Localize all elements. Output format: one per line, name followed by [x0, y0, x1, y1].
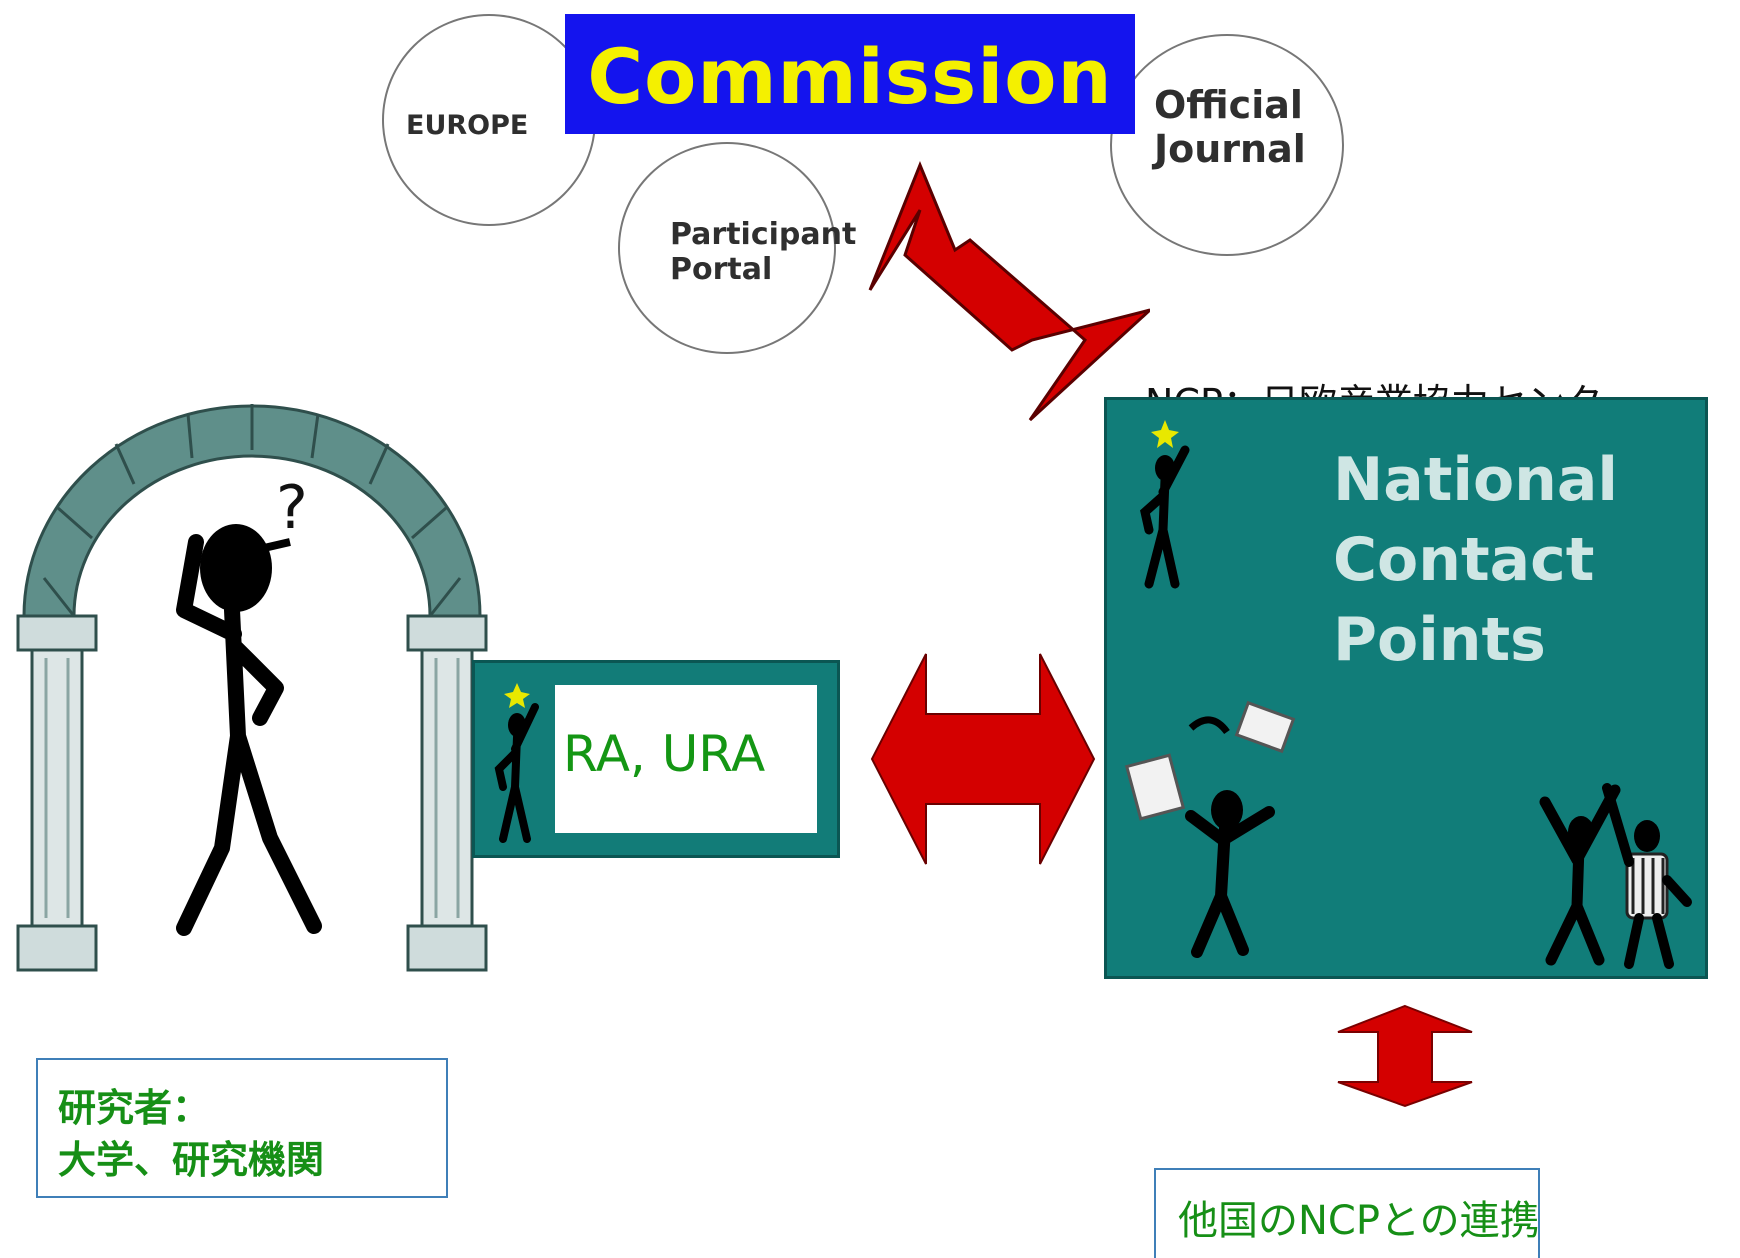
ncp-other-arrow — [1337, 1004, 1473, 1108]
commission-ncp-arrow — [868, 161, 1150, 422]
official-journal-line-1: Official — [1154, 83, 1303, 127]
ra-ncp-arrow — [870, 653, 1096, 865]
juggling-figure-icon — [1124, 700, 1296, 958]
official-journal-line-2: Journal — [1154, 126, 1306, 171]
researcher-line-1: 研究者： — [58, 1086, 211, 1130]
ncp-title-line-3: Points — [1333, 605, 1546, 675]
commission-title: Commission — [587, 32, 1113, 121]
europe-label: EUROPE — [406, 110, 529, 141]
ra-box: RA, URA — [472, 660, 840, 858]
ra-label: RA, URA — [563, 725, 766, 783]
researcher-label: 研究者： 大学、研究機関 — [58, 1082, 324, 1186]
ncp-box: National Contact Points — [1104, 397, 1708, 979]
ncp-title-line-2: Contact — [1333, 525, 1595, 595]
ncp-title-line-1: National — [1333, 445, 1618, 515]
official-journal-circle: Official Journal — [1110, 34, 1344, 256]
participant-portal-line-1: Participant — [670, 217, 857, 252]
researcher-line-2: 大学、研究機関 — [58, 1138, 325, 1182]
other-ncp-box: 他国のNCPとの連携 — [1154, 1168, 1540, 1258]
arch-illustration: ? — [16, 404, 488, 972]
participant-portal-circle: Participant Portal — [618, 142, 856, 354]
commission-box: Commission — [565, 14, 1135, 134]
other-ncp-label: 他国のNCPとの連携 — [1178, 1198, 1540, 1244]
europe-circle: EUROPE — [382, 14, 596, 226]
participant-portal-label: Participant Portal — [670, 217, 857, 287]
researcher-box: 研究者： 大学、研究機関 — [36, 1058, 448, 1198]
svg-text:?: ? — [276, 473, 308, 543]
participant-portal-line-2: Portal — [670, 251, 773, 287]
idea-figure-icon — [1140, 420, 1190, 589]
ra-figure-icon — [494, 683, 539, 843]
cheering-figures-icon — [1539, 783, 1692, 969]
ra-inner-panel: RA, URA — [555, 685, 817, 833]
official-journal-label: Official Journal — [1154, 83, 1306, 171]
ncp-title: National Contact Points — [1333, 440, 1618, 680]
